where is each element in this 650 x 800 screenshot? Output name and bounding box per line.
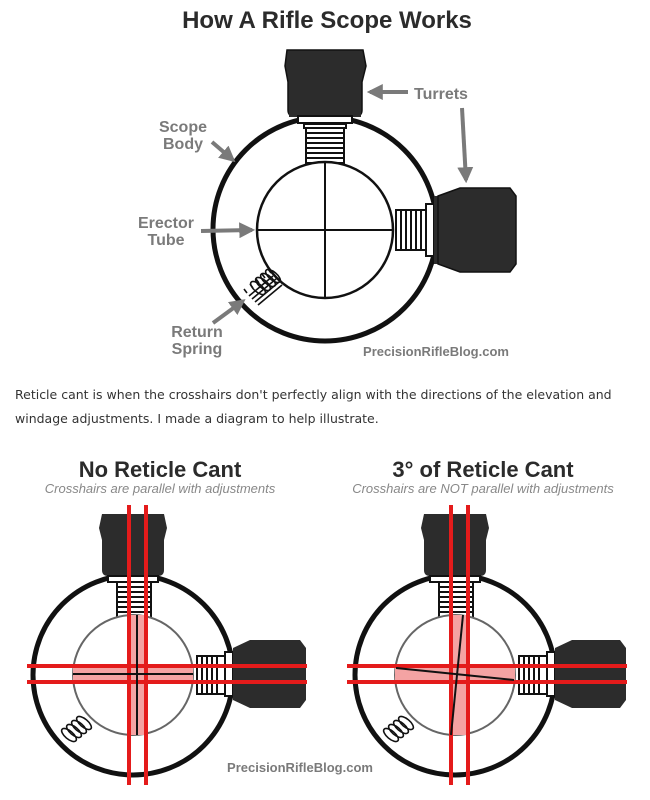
left-windage-thread <box>196 655 226 695</box>
right-elevation-turret <box>421 514 489 576</box>
left-elevation-turret <box>99 514 167 576</box>
elevation-turret <box>284 49 367 129</box>
credit-bottom: PrecisionRifleBlog.com <box>227 760 373 775</box>
label-turrets: Turrets <box>414 86 468 103</box>
left-return-spring <box>60 715 93 743</box>
label-spring-2: Spring <box>172 341 223 358</box>
right-crosshair-horizontal <box>395 667 515 681</box>
left-subtitle: Crosshairs are parallel with adjustments <box>45 481 276 496</box>
arrow-erector <box>200 222 256 239</box>
right-return-spring <box>382 715 415 743</box>
arrow-scope-body <box>210 140 236 163</box>
main-title: How A Rifle Scope Works <box>182 7 472 34</box>
right-subtitle: Crosshairs are NOT parallel with adjustm… <box>352 481 614 496</box>
windage-turret <box>425 187 517 273</box>
no-cant-diagram <box>27 505 307 785</box>
arrow-turrets-right <box>457 107 474 184</box>
cant-diagram <box>347 505 627 785</box>
right-windage-turret <box>555 640 626 708</box>
label-erector-2: Tube <box>147 232 184 249</box>
return-spring-coils <box>249 268 282 296</box>
label-scope-body-2: Body <box>163 136 203 153</box>
right-windage-thread <box>518 655 548 695</box>
right-title: 3° of Reticle Cant <box>392 457 574 482</box>
left-title: No Reticle Cant <box>79 457 242 482</box>
label-spring-1: Return <box>171 324 223 341</box>
left-windage-turret <box>233 640 306 708</box>
windage-thread <box>395 209 427 251</box>
arrow-spring <box>211 299 246 325</box>
credit-top: PrecisionRifleBlog.com <box>363 344 509 359</box>
label-erector-1: Erector <box>138 215 194 232</box>
scope-diagram: Turrets Scope Body Erector Tube Return S… <box>138 49 517 359</box>
body-paragraph: Reticle cant is when the crosshairs don'… <box>15 387 612 426</box>
label-scope-body-1: Scope <box>159 119 207 136</box>
